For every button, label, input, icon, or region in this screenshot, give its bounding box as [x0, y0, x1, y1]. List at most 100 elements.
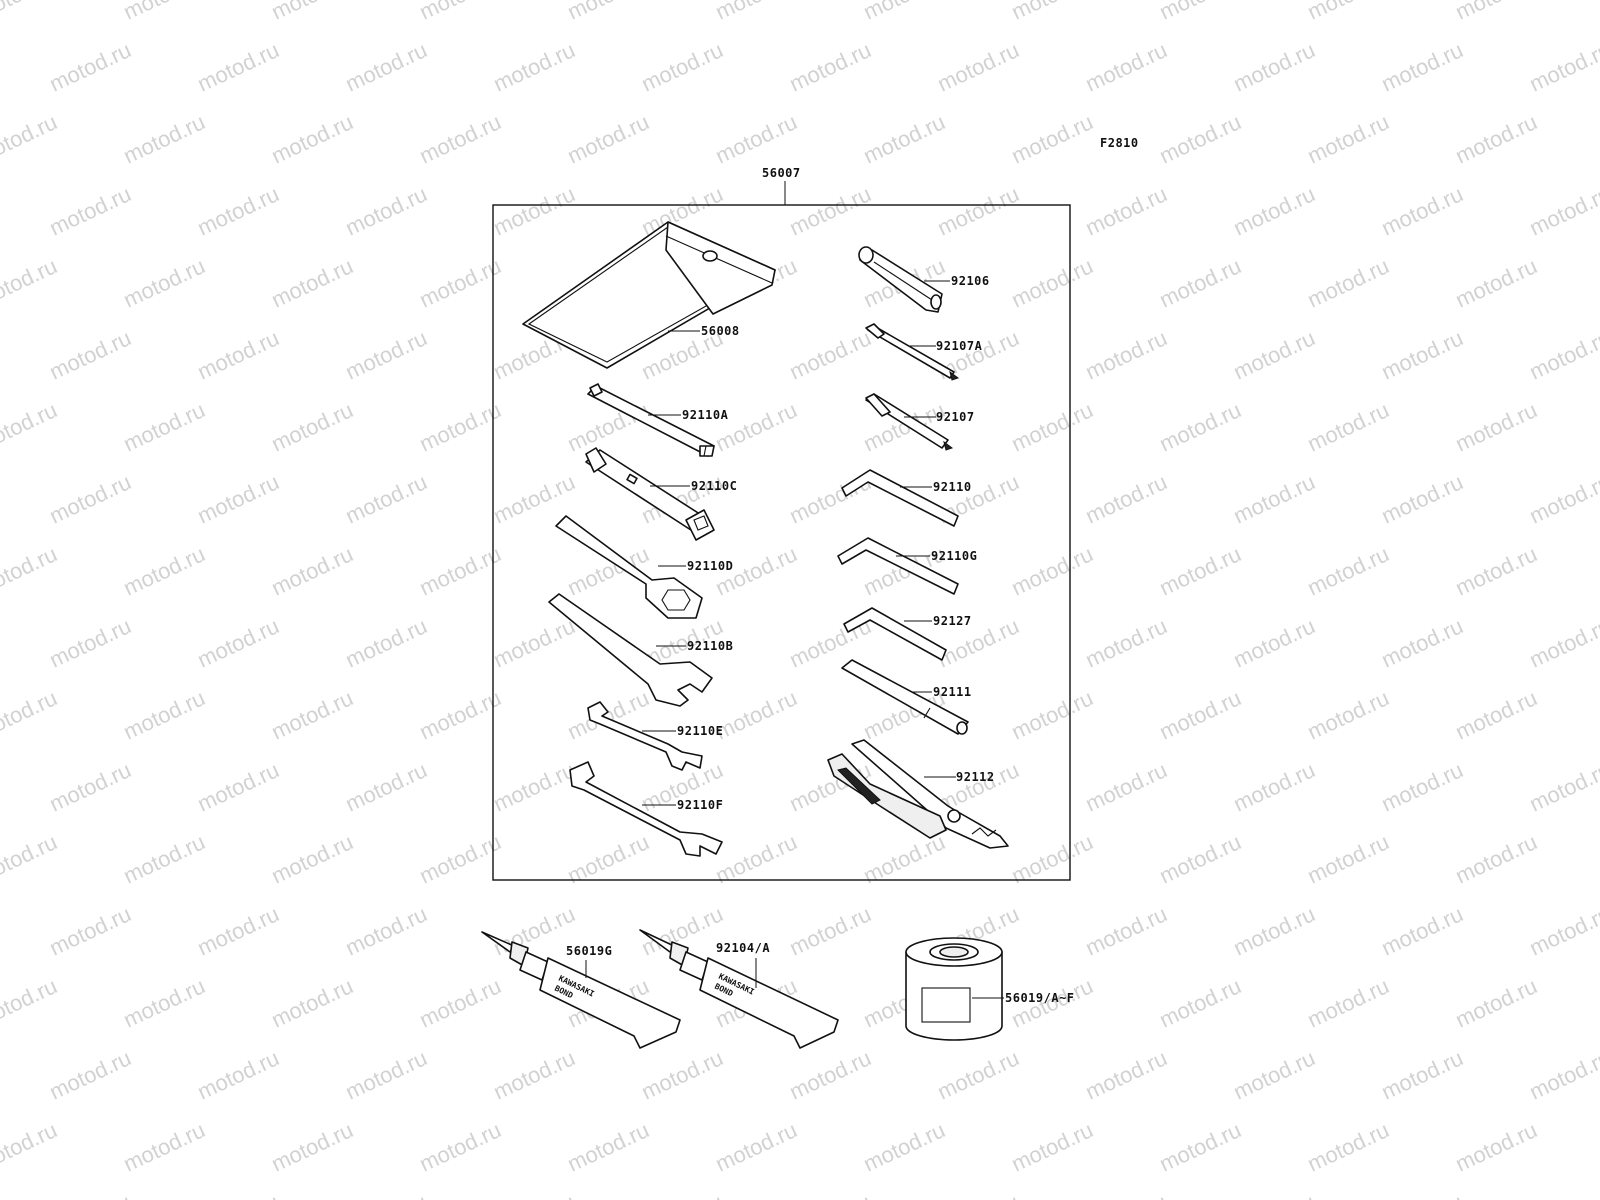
watermark-text: motod.ru: [934, 37, 1023, 96]
ring-wrench-illustration: [555, 515, 703, 619]
label-box-spanner: 92110C: [691, 479, 737, 493]
pliers-illustration: [827, 739, 1009, 849]
box-spanner-illustration: [585, 447, 715, 541]
watermark-text: motod.ru: [934, 1189, 1023, 1200]
grease-can-illustration: [905, 937, 1003, 1041]
watermark-text: motod.ru: [1156, 0, 1245, 25]
watermark-text: motod.ru: [120, 973, 209, 1032]
label-spanner-a: 92110A: [682, 408, 729, 422]
label-hex-key: 92110: [933, 480, 972, 494]
figure-code: F2810: [1100, 136, 1139, 150]
watermark-text: motod.ru: [1378, 37, 1467, 96]
watermark-text: motod.ru: [1082, 325, 1171, 384]
watermark-text: motod.ru: [1008, 541, 1097, 600]
label-grease-can: 56019/A~F: [1005, 991, 1075, 1005]
watermark-text: motod.ru: [564, 397, 653, 456]
hex-key-2-illustration: [843, 607, 947, 661]
watermark-text: motod.ru: [1304, 829, 1393, 888]
watermark-text: motod.ru: [1082, 901, 1171, 960]
watermark-text: motod.ru: [490, 181, 579, 240]
watermark-text: motod.ru: [416, 1117, 505, 1176]
watermark-text: motod.ru: [1304, 541, 1393, 600]
watermark-text: motod.ru: [1008, 1117, 1097, 1176]
watermark-text: motod.ru: [194, 613, 283, 672]
watermark-text: motod.ru: [934, 1045, 1023, 1104]
watermark-text: motod.ru: [1452, 109, 1541, 168]
watermark-text: motod.ru: [1378, 181, 1467, 240]
watermark-text: motod.ru: [0, 685, 61, 744]
watermark-text: motod.ru: [1304, 685, 1393, 744]
label-bond-tube-2: 92104/A: [716, 941, 770, 955]
watermark-text: motod.ru: [0, 973, 61, 1032]
watermark-text: motod.ru: [712, 0, 801, 25]
watermark-text: motod.ru: [1156, 973, 1245, 1032]
watermark-text: motod.ru: [120, 0, 209, 25]
watermark-text: motod.ru: [1082, 181, 1171, 240]
watermark-text: motod.ru: [1082, 469, 1171, 528]
watermark-text: motod.ru: [712, 109, 801, 168]
watermark-text: motod.ru: [1304, 397, 1393, 456]
watermark-text: motod.ru: [860, 1117, 949, 1176]
watermark-text: motod.ru: [1304, 1117, 1393, 1176]
watermark-text: motod.ru: [712, 1117, 801, 1176]
label-screwdriver-a: 92107A: [936, 339, 983, 353]
spanner-a-illustration: [587, 383, 715, 457]
watermark-text: motod.ru: [786, 37, 875, 96]
extension-bar-illustration: [841, 659, 969, 735]
watermark-text: motod.ru: [194, 37, 283, 96]
watermark-text: motod.ru: [1008, 0, 1097, 25]
label-bond-tube-1: 56019G: [566, 944, 612, 958]
watermark-text: motod.ru: [1378, 1045, 1467, 1104]
watermark-text: motod.ru: [1452, 0, 1541, 25]
watermark-text: motod.ru: [416, 973, 505, 1032]
watermark-text: motod.ru: [1230, 325, 1319, 384]
watermark-text: motod.ru: [786, 325, 875, 384]
watermark-text: motod.ru: [194, 757, 283, 816]
watermark-text: motod.ru: [416, 253, 505, 312]
watermark-text: motod.ru: [1526, 181, 1600, 240]
watermark-text: motod.ru: [0, 541, 61, 600]
watermark-text: motod.ru: [342, 757, 431, 816]
watermark-text: motod.ru: [1378, 469, 1467, 528]
watermark-text: motod.ru: [1156, 253, 1245, 312]
watermark-text: motod.ru: [268, 1117, 357, 1176]
watermark-text: motod.ru: [46, 1045, 135, 1104]
watermark-text: motod.ru: [1452, 685, 1541, 744]
label-extension-bar: 92111: [933, 685, 972, 699]
watermark-text: motod.ru: [1008, 109, 1097, 168]
watermark-text: motod.ru: [46, 37, 135, 96]
watermark-text: motod.ru: [1526, 37, 1600, 96]
watermark-text: motod.ru: [1230, 901, 1319, 960]
watermark-text: motod.ru: [120, 1117, 209, 1176]
wrench-e-illustration: [587, 701, 703, 771]
watermark-text: motod.ru: [416, 685, 505, 744]
watermark-text: motod.ru: [0, 109, 61, 168]
watermark-text: motod.ru: [342, 37, 431, 96]
watermark-text: motod.ru: [268, 829, 357, 888]
label-screwdriver: 92107: [936, 410, 975, 424]
watermark-text: motod.ru: [490, 757, 579, 816]
watermark-text: motod.ru: [786, 1189, 875, 1200]
watermark-text: motod.ru: [120, 829, 209, 888]
watermark-text: motod.ru: [786, 901, 875, 960]
watermark-text: motod.ru: [0, 0, 61, 25]
watermark-text: motod.ru: [342, 613, 431, 672]
watermark-text: motod.ru: [120, 685, 209, 744]
watermark-text: motod.ru: [1082, 613, 1171, 672]
watermark-text: motod.ru: [1452, 1117, 1541, 1176]
watermark-text: motod.ru: [1156, 1117, 1245, 1176]
watermark-text: motod.ru: [1156, 397, 1245, 456]
watermark-text: motod.ru: [1378, 757, 1467, 816]
watermark-text: motod.ru: [1526, 757, 1600, 816]
watermark-text: motod.ru: [638, 1045, 727, 1104]
watermark-text: motod.ru: [1156, 541, 1245, 600]
watermark-text: motod.ru: [194, 181, 283, 240]
watermark-text: motod.ru: [712, 685, 801, 744]
watermark-text: motod.ru: [0, 1117, 61, 1176]
watermark-text: motod.ru: [416, 109, 505, 168]
watermark-text: motod.ru: [46, 325, 135, 384]
watermark-text: motod.ru: [1082, 37, 1171, 96]
open-wrench-illustration: [548, 593, 713, 707]
watermark-text: motod.ru: [1526, 613, 1600, 672]
